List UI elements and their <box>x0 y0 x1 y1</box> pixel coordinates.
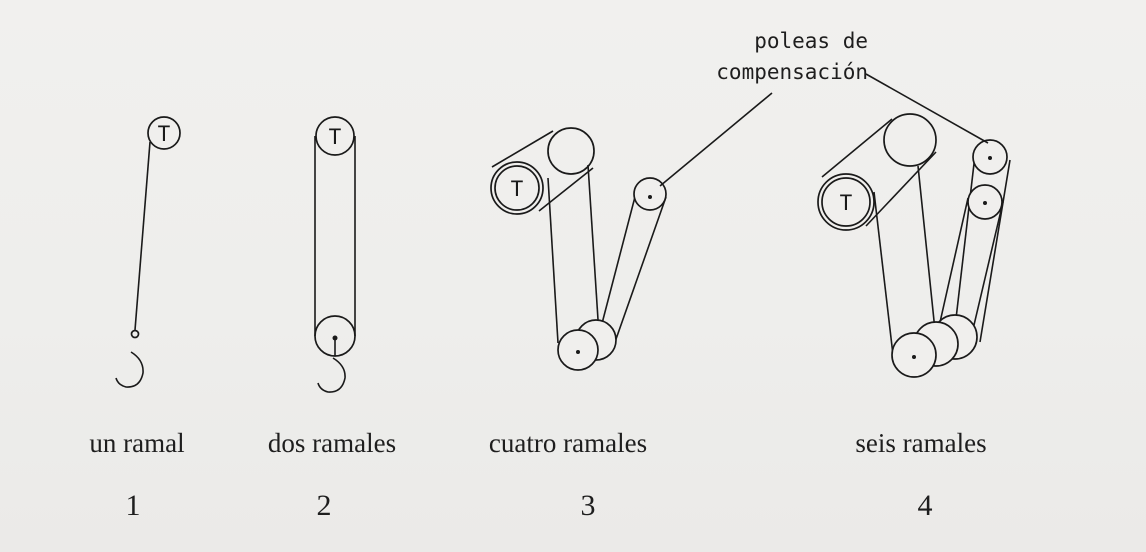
hook-block-axle <box>912 355 916 359</box>
drum-circle <box>147 116 181 150</box>
hook-block-axle <box>576 350 580 354</box>
drum-edge-bottom <box>865 151 937 227</box>
number-config-2: 2 <box>316 489 332 522</box>
rope-strand-1 <box>547 177 559 344</box>
config-3-drawing: T <box>490 127 667 371</box>
rope-strand-2 <box>917 165 937 341</box>
rope-strand-5 <box>969 201 1004 343</box>
rope-strand-3 <box>935 197 969 341</box>
number-config-4: 4 <box>917 489 933 522</box>
rope-strand <box>134 141 151 331</box>
caption-config-1: un ramal <box>89 428 185 458</box>
drum-circle <box>315 116 355 156</box>
rope-strand-1 <box>873 191 894 356</box>
callout-line-1: poleas de <box>754 29 868 53</box>
caption-config-4: seis ramales <box>855 428 987 458</box>
config-2-drawing: T <box>314 116 356 393</box>
callout-line-2: compensación <box>716 60 868 84</box>
drum-letter: T <box>840 191 853 215</box>
config-1-drawing: T <box>115 116 181 388</box>
compensating-pulley-top-axle <box>988 156 992 160</box>
caption-config-3: cuatro ramales <box>488 428 648 458</box>
callout-label: poleas de compensación <box>668 26 868 88</box>
compensating-pulley-bottom-axle <box>983 201 987 205</box>
drum-front-rim <box>821 177 871 227</box>
drum-front-rim <box>494 165 540 211</box>
hook-eye <box>130 329 140 339</box>
config-4-drawing: T <box>817 113 1011 378</box>
hook <box>317 357 346 393</box>
sheave-axle <box>332 335 338 341</box>
drum-front-circle <box>817 173 875 231</box>
rope-strand-2 <box>587 164 600 336</box>
number-config-1: 1 <box>125 489 141 522</box>
drum-letter: T <box>158 122 171 146</box>
drum-front-circle <box>490 161 544 215</box>
rope-strand-3 <box>598 192 637 336</box>
drum-back-circle <box>547 127 595 175</box>
number-config-3: 3 <box>580 489 596 522</box>
drum-edge-top <box>491 130 554 168</box>
rope-strand-4 <box>614 196 667 343</box>
drum-edge-bottom <box>538 167 594 212</box>
drum-edge-top <box>821 118 893 178</box>
drum-letter: T <box>329 125 342 149</box>
callout-leader-line-2 <box>865 73 989 144</box>
rope-strand-4 <box>953 154 976 337</box>
drum-letter: T <box>511 177 524 201</box>
rope-strand-6 <box>979 159 1011 343</box>
compensating-pulley-axle <box>648 195 652 199</box>
compensating-pulley <box>633 177 667 211</box>
drum-back-circle <box>883 113 937 167</box>
callout-leader-line-1 <box>659 92 773 187</box>
hook <box>115 351 144 388</box>
caption-config-2: dos ramales <box>267 428 397 458</box>
